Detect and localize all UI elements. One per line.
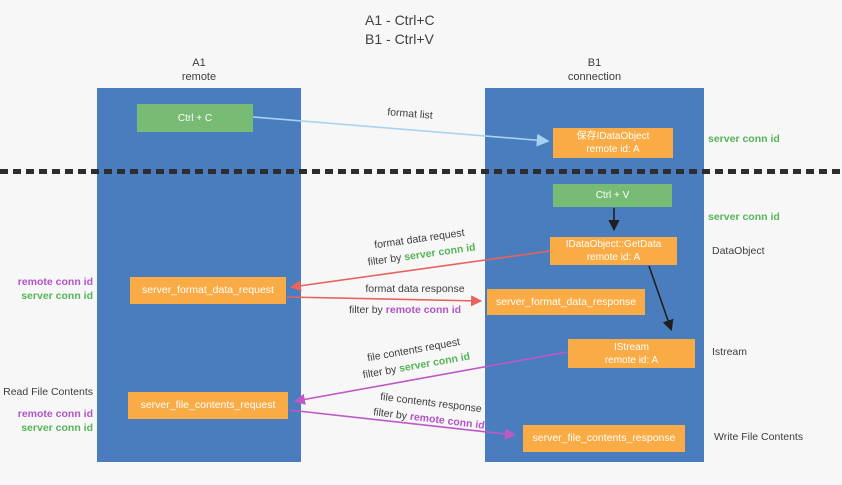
node-server-file-contents-response: server_file_contents_response (523, 425, 685, 452)
node-istream-line1: IStream (613, 341, 649, 353)
lane-header-right: B1 connection (485, 56, 704, 84)
lane-header-left: A1 remote (97, 56, 301, 84)
right-label-server-conn-id-1: server conn id (708, 133, 780, 145)
phase-separator-dotted-line (0, 169, 842, 174)
title-line-2: B1 - Ctrl+V (365, 31, 434, 47)
node-ctrl-c-label: Ctrl + C (177, 112, 213, 124)
node-server-file-contents-request-label: server_file_contents_request (140, 399, 276, 411)
label-format-data-request: format data request filter byserver conn… (346, 221, 494, 273)
label-file-contents-request: file contents request filter byserver co… (348, 331, 482, 385)
right-label-server-conn-id-2: server conn id (708, 211, 780, 223)
node-istream-line2: remote id: A (604, 354, 659, 366)
label-format-list: format list (340, 101, 481, 128)
title-line-1: A1 - Ctrl+C (365, 12, 435, 28)
left-label-read-file-contents: Read File Contents (3, 386, 93, 398)
node-ctrl-v-label: Ctrl + V (595, 190, 630, 201)
node-server-format-data-response: server_format_data_response (487, 289, 645, 315)
left-label-remote-conn-id-2: remote conn id (17, 408, 93, 420)
filter-by-text: filter by (361, 363, 398, 382)
node-ctrl-c: Ctrl + C (137, 104, 253, 132)
node-ctrl-v: Ctrl + V (553, 184, 672, 207)
remote-conn-id-text: remote conn id (385, 304, 462, 316)
lane-right-name: B1 (587, 57, 602, 69)
node-server-format-data-request: server_format_data_request (130, 277, 286, 304)
node-server-file-contents-request: server_file_contents_request (128, 392, 288, 419)
label-format-data-response: format data response (355, 281, 475, 297)
node-server-file-contents-response-label: server_file_contents_response (532, 432, 676, 444)
node-getdata-line2: remote id: A (586, 252, 641, 263)
diagram-title: A1 - Ctrl+C B1 - Ctrl+V (365, 11, 435, 49)
node-save-idataobject: 保存IDataObject remote id: A (553, 128, 673, 158)
lane-left-role: remote (181, 71, 217, 83)
node-getdata-line1: IDataObject::GetData (565, 239, 662, 250)
filter-by-text: filter by (348, 304, 383, 316)
node-server-format-data-request-label: server_format_data_request (142, 284, 274, 296)
filter-by-text: filter by (372, 406, 408, 423)
node-idataobject-getdata: IDataObject::GetData remote id: A (550, 237, 677, 265)
right-label-istream: Istream (712, 346, 748, 358)
left-label-remote-conn-id-1: remote conn id (17, 276, 93, 288)
node-istream: IStream remote id: A (568, 339, 695, 368)
left-label-server-conn-id-1: server conn id (21, 290, 93, 302)
left-label-server-conn-id-2: server conn id (21, 422, 93, 434)
node-server-format-data-response-label: server_format_data_response (495, 295, 637, 308)
right-label-dataobject: DataObject (712, 245, 765, 257)
label-format-data-response-text: format data response (365, 283, 465, 295)
filter-by-text: filter by (366, 251, 403, 269)
label-format-list-text: format list (386, 106, 434, 122)
lane-right-role: connection (567, 71, 622, 83)
node-save-idataobject-line2: remote id: A (586, 144, 640, 155)
right-label-write-file-contents: Write File Contents (714, 431, 804, 443)
edge-format-data-response-arrow (286, 295, 483, 307)
lane-left-name: A1 (192, 57, 206, 69)
node-save-idataobject-line1: 保存IDataObject (576, 131, 650, 142)
